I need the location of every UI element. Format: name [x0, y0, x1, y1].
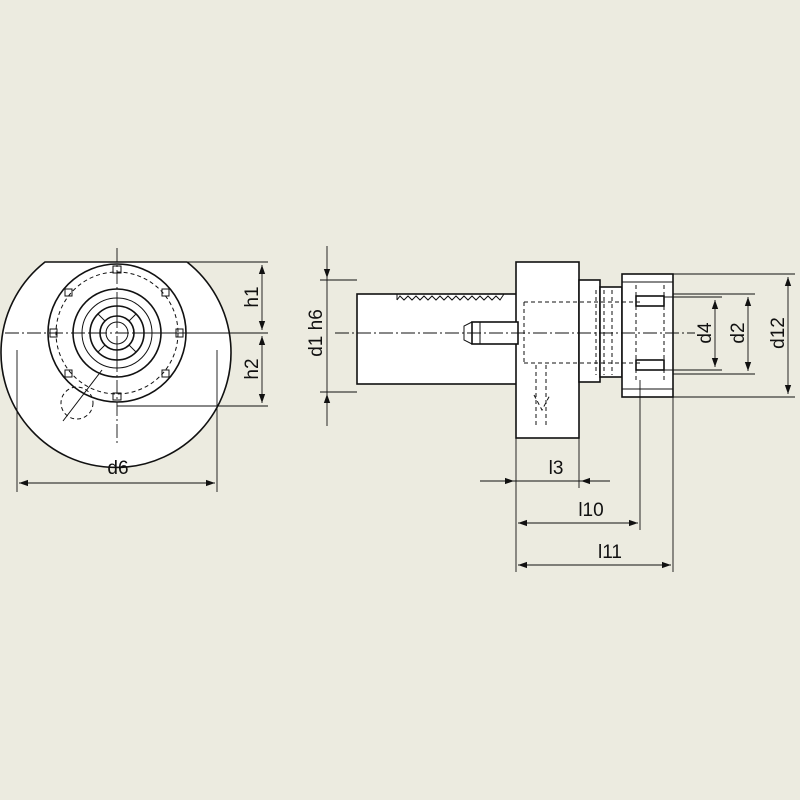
collet-nut — [621, 273, 674, 398]
shank-serration — [396, 293, 505, 301]
front-view — [0, 248, 235, 469]
hidden-bore-lines — [523, 285, 665, 425]
side-view — [335, 261, 695, 439]
label-h2: h2 — [242, 358, 263, 379]
label-l3: l3 — [549, 458, 564, 479]
coolant-port-leader — [62, 369, 103, 422]
coolant-drill — [533, 394, 551, 412]
label-h1: h1 — [242, 286, 263, 307]
label-d12: d12 — [768, 317, 789, 349]
front-body-outline — [0, 261, 232, 469]
side-dimensions: d1 h6 d4 d2 d12 l3 l10 l11 — [306, 246, 795, 572]
label-l10: l10 — [578, 500, 603, 521]
main-body — [515, 261, 580, 439]
label-d4: d4 — [695, 322, 716, 344]
coolant-port — [60, 386, 94, 420]
step-ring — [578, 279, 601, 383]
label-d1h6: d1 h6 — [306, 309, 327, 357]
front-dimensions: h1 h2 d6 — [16, 261, 268, 492]
label-l11: l11 — [598, 542, 622, 563]
label-d2: d2 — [728, 322, 749, 343]
label-d6: d6 — [107, 458, 128, 479]
